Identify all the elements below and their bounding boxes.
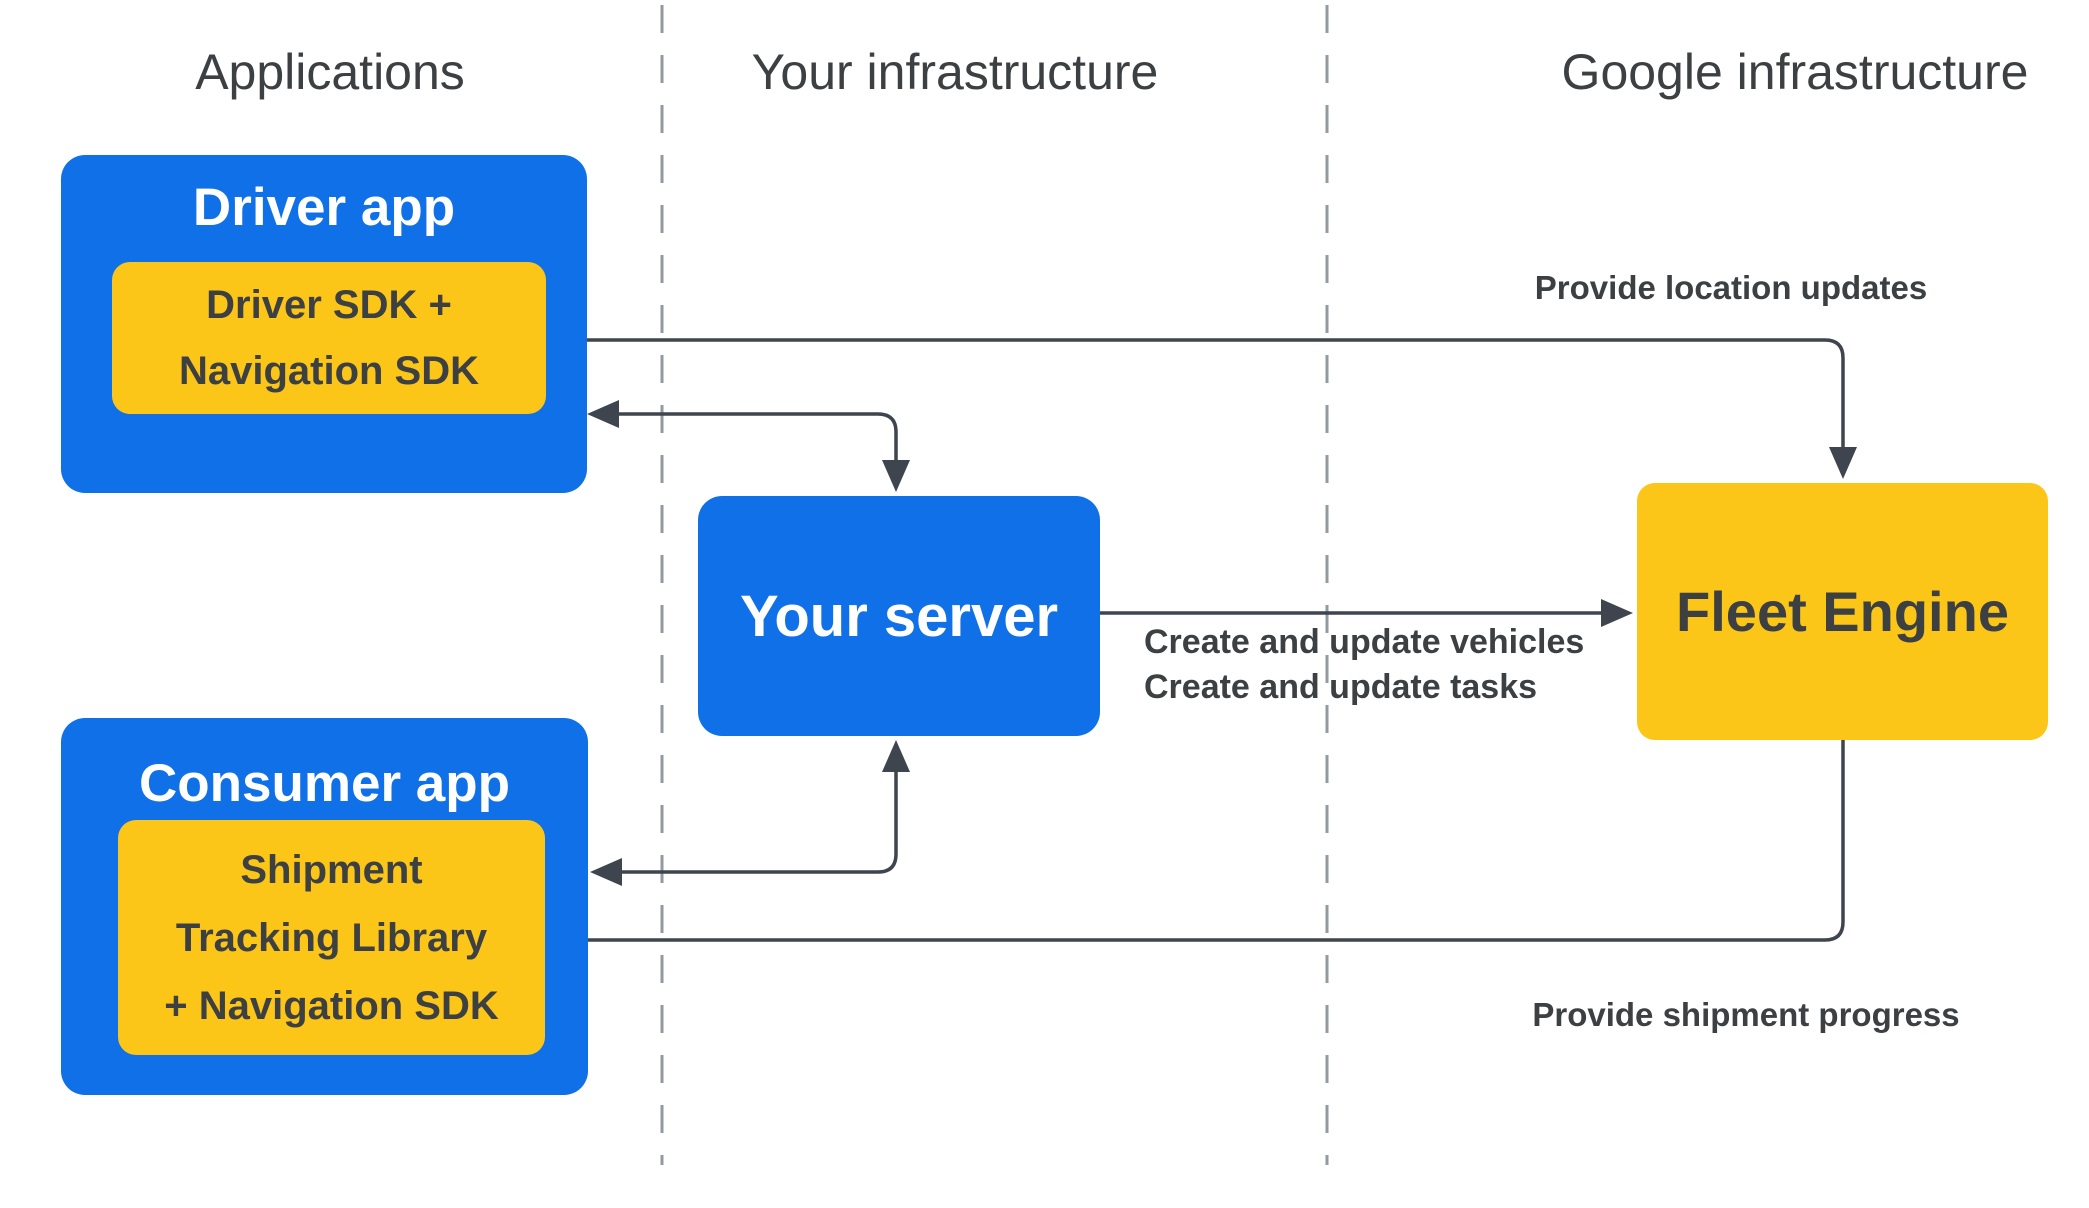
consumer-sdk-line-1: Shipment bbox=[240, 847, 423, 892]
node-shipment-tracking-library: Shipment Tracking Library + Navigation S… bbox=[118, 820, 545, 1055]
label-create-update-tasks: Create and update tasks bbox=[1144, 668, 1538, 706]
edge-shipment-progress-path bbox=[582, 740, 1845, 942]
arrowhead-into-your-server-bottom bbox=[882, 740, 910, 772]
your-server-title: Your server bbox=[739, 583, 1059, 649]
edge-location-updates bbox=[550, 326, 1857, 479]
arrowhead-into-your-server-top bbox=[882, 460, 910, 492]
edge-location-updates-path bbox=[581, 338, 1845, 450]
node-fleet-engine: Fleet Engine bbox=[1637, 483, 2048, 740]
driver-sdk-line-2: Navigation SDK bbox=[178, 349, 480, 393]
driver-app-title: Driver app bbox=[192, 177, 456, 237]
label-create-update-vehicles: Create and update vehicles bbox=[1144, 623, 1585, 661]
fleet-engine-title: Fleet Engine bbox=[1676, 580, 2009, 643]
arrowhead-into-consumer-app bbox=[590, 858, 622, 886]
column-header-google-infrastructure: Google infrastructure bbox=[1561, 44, 2029, 100]
arrowhead-into-fleet-engine-left bbox=[1601, 599, 1633, 627]
node-your-server: Your server bbox=[698, 496, 1100, 736]
edge-driver-your-server bbox=[587, 400, 910, 492]
arrowhead-into-driver-app bbox=[587, 400, 619, 428]
label-create-and-update: Create and update vehicles Create and up… bbox=[1144, 620, 1584, 710]
node-driver-app: Driver app Driver SDK + Navigation SDK bbox=[61, 155, 587, 493]
node-consumer-app: Consumer app Shipment Tracking Library +… bbox=[61, 718, 588, 1095]
consumer-app-title: Consumer app bbox=[138, 753, 511, 813]
arrowhead-into-fleet-engine-top bbox=[1829, 447, 1857, 479]
edge-consumer-your-server-path bbox=[622, 770, 898, 874]
consumer-sdk-line-3: + Navigation SDK bbox=[164, 983, 499, 1028]
consumer-sdk-line-2: Tracking Library bbox=[175, 915, 488, 960]
node-driver-sdk: Driver SDK + Navigation SDK bbox=[112, 262, 546, 414]
edge-driver-your-server-path bbox=[619, 412, 898, 463]
column-header-applications: Applications bbox=[195, 44, 465, 100]
edge-shipment-progress bbox=[550, 740, 1845, 954]
edge-server-fleet bbox=[1100, 599, 1633, 627]
column-header-your-infrastructure: Your infrastructure bbox=[751, 44, 1159, 100]
label-provide-shipment-progress: Provide shipment progress bbox=[1532, 996, 1960, 1033]
edge-consumer-your-server bbox=[590, 740, 910, 886]
driver-sdk-line-1: Driver SDK + bbox=[206, 283, 452, 327]
label-provide-location-updates: Provide location updates bbox=[1534, 269, 1928, 306]
